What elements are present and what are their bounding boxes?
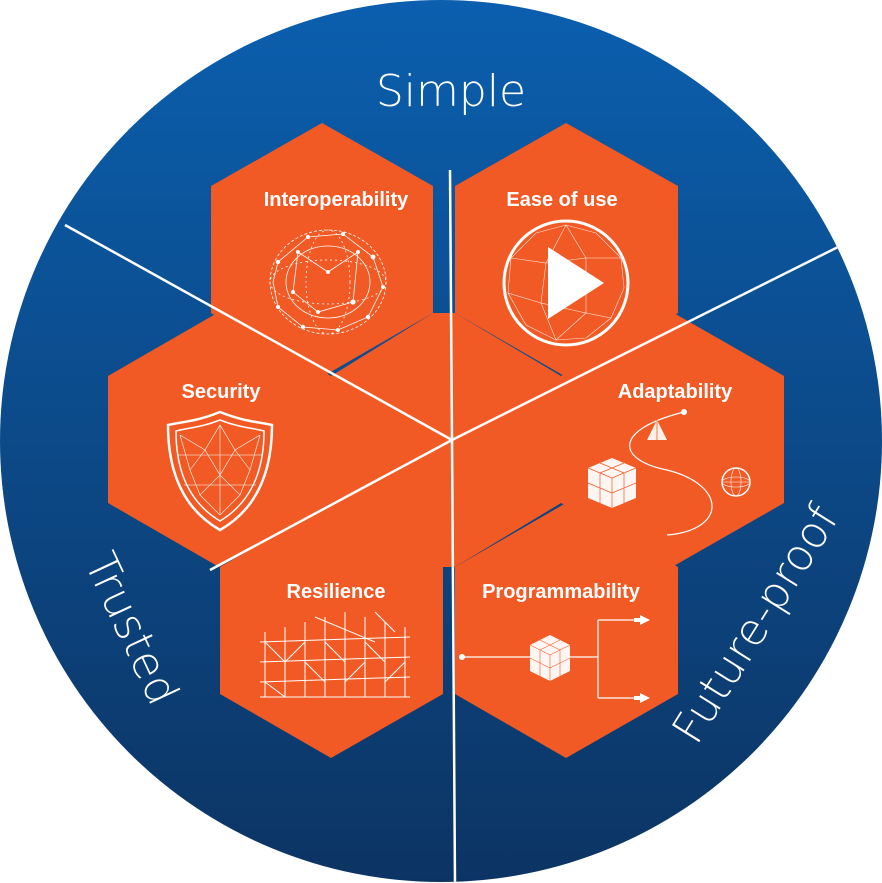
play-icon	[502, 219, 630, 347]
divider-lower-right	[451, 223, 882, 442]
hexagon-core	[331, 313, 561, 567]
hexagon-interoperability	[211, 123, 433, 377]
flow-cube-icon	[459, 615, 650, 703]
hexagon-title-adaptability: Adaptability	[618, 381, 733, 403]
morphing-shapes-icon	[587, 409, 751, 536]
hexagon-title-security: Security	[182, 381, 262, 403]
hexagon-title-resilience: Resilience	[287, 581, 386, 603]
divider-upper-left	[64, 223, 453, 442]
hexagon-title-ease-of-use: Ease of use	[506, 189, 617, 211]
shield-icon	[166, 410, 274, 532]
divider-top	[448, 169, 454, 441]
hexagon-resilience	[220, 503, 443, 758]
sector-dividers	[64, 169, 882, 882]
scaffold-icon	[259, 611, 411, 698]
hexagon-programmability	[455, 503, 678, 758]
sphere-network-icon	[269, 229, 387, 335]
hexagon-title-programmability: Programmability	[482, 581, 641, 603]
hexagon-title-interoperability: Interoperability	[264, 189, 409, 211]
divider-lower-left	[209, 438, 453, 572]
sector-label-simple: Simple	[376, 66, 526, 117]
hexagon-security	[108, 312, 331, 567]
divider-bottom	[450, 439, 457, 882]
